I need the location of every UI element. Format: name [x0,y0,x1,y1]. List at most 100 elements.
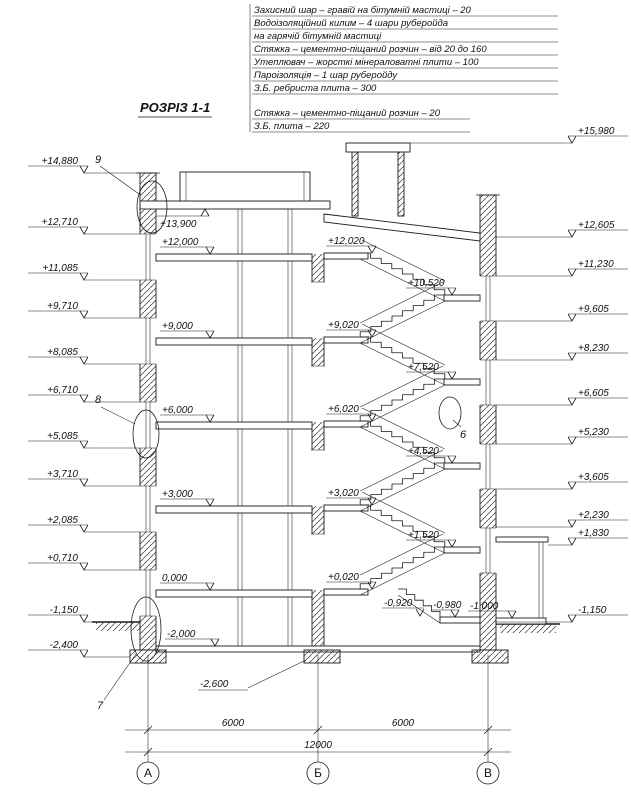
detail-callout: 9 [95,154,168,234]
elevation-mark: +0,710 [28,553,140,571]
detail-callouts: 9 8 7 6 [95,154,467,712]
elevation-mark: +12,000 [160,237,215,255]
drawing-title: РОЗРІЗ 1-1 [138,100,212,118]
spec-line: Стяжка – цементно-піщаний розчин – від 2… [254,44,487,55]
elevation-mark: +12,605 [496,220,628,238]
svg-text:9: 9 [95,154,101,166]
detail-callout: 7 [97,596,162,712]
elevation-mark: +15,980 [410,126,628,144]
page-title: РОЗРІЗ 1-1 [140,100,210,115]
svg-text:+0,710: +0,710 [47,553,78,564]
svg-text:+12,710: +12,710 [42,217,79,228]
elevation-mark: +14,880 [28,156,140,174]
machine-room-wall [351,151,359,217]
spec-line: З.Б. ребриста плита – 300 [254,83,377,94]
elevation-mark: +9,000 [160,321,215,339]
svg-text:6: 6 [460,429,467,441]
svg-text:+3,605: +3,605 [578,472,609,483]
left-elevation-marks: +14,880 +12,710 +11,085 +9,710 +8,085 +6… [28,156,140,658]
entrance-steps [398,588,441,617]
spec-line: Утеплювач – жорсткі мінераловатні плити … [253,57,479,68]
svg-text:+8,085: +8,085 [47,347,78,358]
svg-text:8: 8 [95,394,102,406]
spec-line: З.Б. плита – 220 [254,121,330,132]
interior-partitions [237,209,293,646]
dim-value: 6000 [222,718,245,729]
foundation [92,621,560,664]
elevation-mark: +3,710 [28,469,140,487]
machine-room-wall [397,151,405,217]
axis-bubble [136,761,160,785]
staircase [323,239,481,624]
spec-line: на гарячій бітумній мастиці [254,31,382,42]
doors-wall-b [311,208,325,590]
elevation-mark: +13,900 [157,208,210,230]
roof-slab-left [139,200,331,210]
svg-text:+3,000: +3,000 [162,489,193,500]
svg-text:+2,230: +2,230 [578,510,609,521]
svg-text:+11,230: +11,230 [578,259,614,270]
detail-callout: 8 [95,394,160,459]
axis-bubble [476,761,500,785]
mid-landing [443,294,481,302]
machine-room-roof [345,142,411,153]
elevation-mark: -1,150 [28,605,140,623]
roof-slab-right [323,213,481,242]
elevation-mark: +8,085 [28,347,140,365]
svg-text:-1,150: -1,150 [50,605,79,616]
elevation-mark: +5,085 [28,431,140,449]
svg-text:+13,900: +13,900 [160,219,197,230]
mid-landing [443,546,481,554]
svg-text:+9,710: +9,710 [47,301,78,312]
building-section [92,142,560,664]
svg-text:-2,400: -2,400 [50,640,79,651]
elevation-mark: +1,520 [406,530,457,548]
axis-bubble [306,761,330,785]
spec-line: Пароізоляція – 1 шар руберойду [254,70,398,81]
elevation-mark: +3,605 [496,472,628,490]
elevation-mark: +12,710 [28,217,140,235]
elevation-mark: +8,230 [496,343,628,361]
svg-text:-0,920: -0,920 [384,598,413,609]
svg-text:+12,020: +12,020 [328,236,365,247]
elevation-mark: +2,085 [28,515,140,533]
entrance-porch [495,536,549,625]
elevation-mark: +6,000 [160,405,215,423]
svg-text:+1,830: +1,830 [578,528,609,539]
elevation-mark: +11,085 [28,263,140,281]
spec-line: Водоізоляційний килим – 4 шари руберойда [254,18,448,29]
dim-value: 6000 [392,718,415,729]
svg-text:+2,085: +2,085 [47,515,78,526]
svg-text:0,000: 0,000 [162,573,187,584]
svg-text:+0,020: +0,020 [328,572,359,583]
svg-text:+6,000: +6,000 [162,405,193,416]
axis-label: В [484,766,492,780]
porch-slab [495,617,547,625]
windows-wall-v [479,275,497,574]
elevation-mark: -2,400 [28,640,130,658]
axis-label: А [144,766,152,780]
roof-layers-spec: Захисний шар – гравій на бітумній мастиц… [249,4,558,133]
elevation-mark: 0,000 [160,573,215,591]
roof-penthouse [179,171,311,202]
elevation-mark: +11,230 [496,259,628,277]
svg-text:-1,000: -1,000 [470,601,499,612]
elevation-mark: +5,230 [496,427,628,445]
svg-text:+9,020: +9,020 [328,320,359,331]
svg-text:-2,600: -2,600 [200,679,229,690]
svg-text:+6,710: +6,710 [47,385,78,396]
elevation-mark: +6,710 [28,385,140,403]
elevation-mark: +9,710 [28,301,140,319]
svg-text:+7,520: +7,520 [408,362,439,373]
entrance-landing [439,616,481,624]
floor-landing [323,420,369,428]
floor-landing [323,504,369,512]
svg-text:+5,230: +5,230 [578,427,609,438]
svg-text:+4,520: +4,520 [408,446,439,457]
axis-label: Б [314,766,322,780]
floor-landing [323,588,369,596]
svg-text:+12,605: +12,605 [578,220,615,231]
elevation-mark: +7,520 [406,362,457,380]
svg-text:+11,085: +11,085 [42,263,78,274]
